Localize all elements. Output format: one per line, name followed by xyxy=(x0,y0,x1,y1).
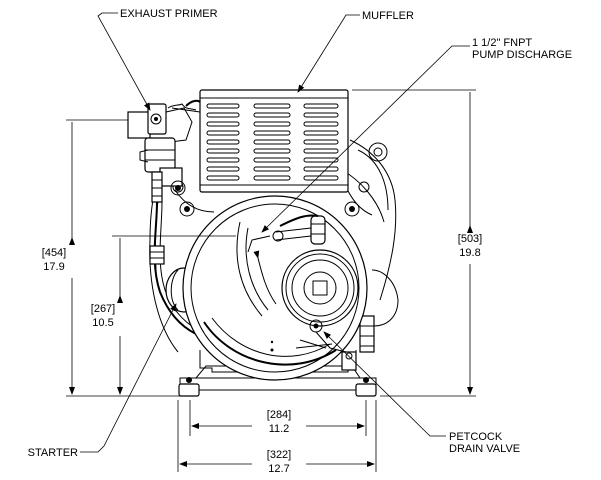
dim-267-in: 10.5 xyxy=(92,317,113,329)
muffler xyxy=(171,89,349,193)
label-pump-discharge-line2: PUMP DISCHARGE xyxy=(472,49,572,61)
dim-284-mm: [284] xyxy=(267,409,291,421)
dim-454-mm: [454] xyxy=(42,247,66,259)
label-muffler: MUFFLER xyxy=(362,10,414,22)
right-side-parts xyxy=(341,269,399,371)
dim-322-in: 12.7 xyxy=(268,463,289,475)
dim-284-in: 11.2 xyxy=(269,423,290,435)
dimension-lines xyxy=(66,89,476,472)
left-hose xyxy=(149,201,199,335)
dim-454-in: 17.9 xyxy=(43,261,64,273)
label-starter: STARTER xyxy=(28,447,78,459)
housing-details xyxy=(270,319,347,353)
dim-267-mm: [267] xyxy=(91,303,115,315)
exhaust-primer-assembly xyxy=(127,103,197,203)
impeller-hub xyxy=(281,249,359,327)
label-pump-discharge-line1: 1 1/2" FNPT xyxy=(472,37,532,49)
label-petcock-line1: PETCOCK xyxy=(449,431,503,443)
base-rail xyxy=(178,350,377,397)
callout-leaders xyxy=(80,12,470,453)
engine-drawing xyxy=(127,89,399,397)
dim-322-mm: [322] xyxy=(267,449,291,461)
dim-503-mm: [503] xyxy=(458,233,482,245)
label-exhaust-primer: EXHAUST PRIMER xyxy=(120,8,218,20)
dim-503-in: 19.8 xyxy=(459,247,480,259)
callout-labels: EXHAUST PRIMER MUFFLER 1 1/2" FNPT PUMP … xyxy=(28,8,572,459)
discharge-fitting xyxy=(247,214,326,253)
muffler-slots xyxy=(206,103,339,181)
label-petcock-line2: DRAIN VALVE xyxy=(449,443,520,455)
dimension-labels: [454] 17.9 [267] 10.5 [503] 19.8 [284] 1… xyxy=(42,233,482,475)
mount-bolts xyxy=(172,142,388,217)
